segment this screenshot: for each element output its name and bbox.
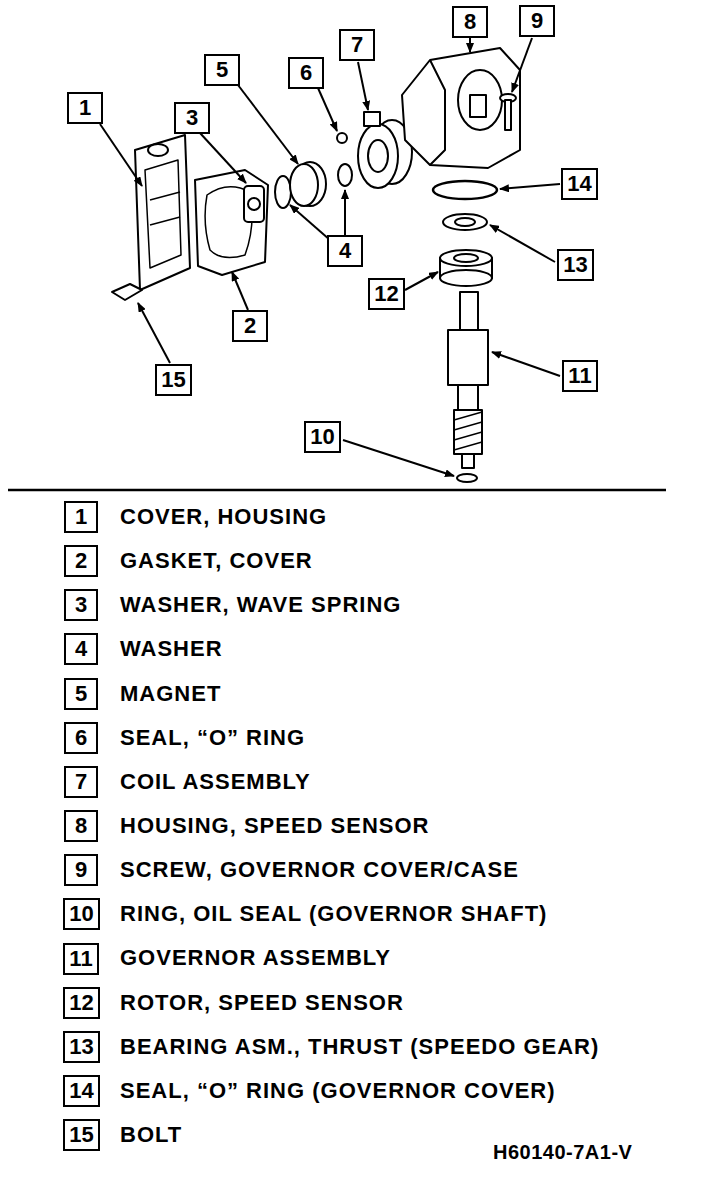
callout-number: 15 [161, 369, 185, 391]
speed-sensor-housing [402, 48, 520, 168]
callout-number: 1 [75, 506, 87, 528]
leader-lines [100, 38, 560, 476]
callout-box: 4 [64, 633, 98, 665]
o-ring-seal [433, 181, 497, 199]
callout-number: 10 [69, 903, 93, 925]
part-name: GOVERNOR ASSEMBLY [120, 946, 391, 970]
callout-box: 6 [288, 57, 324, 89]
part-name: HOUSING, SPEED SENSOR [120, 814, 430, 838]
callout-box: 11 [63, 943, 99, 975]
callout-number: 8 [75, 815, 87, 837]
callout-box: 13 [557, 249, 594, 281]
part-name: WASHER, WAVE SPRING [120, 593, 401, 617]
callout-box: 7 [64, 766, 98, 798]
callout-box: 4 [327, 235, 363, 267]
callout-number: 2 [75, 550, 87, 572]
callout-number: 11 [568, 365, 591, 387]
callout-number: 9 [531, 10, 543, 32]
callout-number: 11 [69, 948, 92, 970]
callout-number: 12 [69, 992, 93, 1014]
part-name: BOLT [120, 1123, 182, 1147]
divider-rule [8, 489, 666, 492]
callout-box: 14 [63, 1075, 100, 1107]
callout-number: 1 [79, 97, 91, 119]
callout-box: 10 [304, 421, 341, 453]
callout-box: 5 [204, 54, 240, 86]
part-name: SEAL, “O” RING [120, 726, 305, 750]
callout-number: 8 [464, 11, 476, 33]
washer [275, 176, 291, 208]
callout-number: 3 [186, 107, 198, 129]
part-name: SEAL, “O” RING (GOVERNOR COVER) [120, 1079, 556, 1103]
callout-box: 3 [174, 102, 210, 134]
housing-cover [135, 135, 190, 290]
callout-box: 10 [63, 898, 100, 930]
gasket [195, 170, 268, 275]
callout-number: 5 [75, 683, 87, 705]
part-name: RING, OIL SEAL (GOVERNOR SHAFT) [120, 902, 547, 926]
callout-number: 3 [75, 594, 87, 616]
callout-number: 2 [244, 315, 256, 337]
part-name: WASHER [120, 637, 223, 661]
wave-spring-washer [244, 186, 264, 222]
callout-box: 1 [64, 501, 98, 533]
callout-number: 5 [216, 59, 228, 81]
oil-seal-ring [457, 474, 477, 482]
callout-box: 2 [232, 310, 268, 342]
callout-box: 9 [519, 5, 555, 37]
callout-number: 4 [339, 240, 351, 262]
callout-box: 13 [63, 1031, 100, 1063]
part-name: GASKET, COVER [120, 549, 313, 573]
callout-number: 4 [75, 638, 87, 660]
callout-box: 9 [64, 854, 98, 886]
callout-box: 5 [64, 678, 98, 710]
callout-number: 7 [351, 34, 363, 56]
part-name: COIL ASSEMBLY [120, 770, 311, 794]
callout-number: 6 [75, 727, 87, 749]
callout-number: 12 [374, 283, 398, 305]
callout-box: 12 [63, 987, 100, 1019]
callout-number: 10 [310, 426, 334, 448]
callout-box: 12 [368, 278, 405, 310]
callout-box: 11 [562, 360, 598, 392]
callout-number: 15 [69, 1124, 93, 1146]
callout-number: 14 [567, 173, 591, 195]
part-name: BEARING ASM., THRUST (SPEEDO GEAR) [120, 1035, 599, 1059]
callout-box: 14 [561, 168, 598, 200]
callout-number: 7 [75, 771, 87, 793]
callout-number: 13 [563, 254, 587, 276]
part-name: MAGNET [120, 682, 221, 706]
callout-box: 15 [155, 364, 192, 396]
callout-number: 6 [300, 62, 312, 84]
callout-box: 1 [67, 92, 103, 124]
callout-box: 7 [339, 29, 375, 61]
thrust-bearing [443, 214, 487, 230]
part-name: COVER, HOUSING [120, 505, 327, 529]
figure-code: H60140-7A1-V [493, 1141, 632, 1163]
washer [338, 164, 352, 186]
callout-number: 14 [69, 1080, 93, 1102]
part-name: SCREW, GOVERNOR COVER/CASE [120, 858, 519, 882]
callout-number: 9 [75, 859, 87, 881]
callout-box: 8 [64, 810, 98, 842]
callout-box: 2 [64, 545, 98, 577]
part-name: ROTOR, SPEED SENSOR [120, 991, 404, 1015]
callout-box: 15 [63, 1119, 100, 1151]
bolt [112, 284, 142, 300]
callout-number: 13 [69, 1036, 93, 1058]
o-ring-seal [337, 133, 347, 143]
callout-box: 3 [64, 589, 98, 621]
callout-box: 6 [64, 722, 98, 754]
callout-box: 8 [452, 6, 488, 38]
